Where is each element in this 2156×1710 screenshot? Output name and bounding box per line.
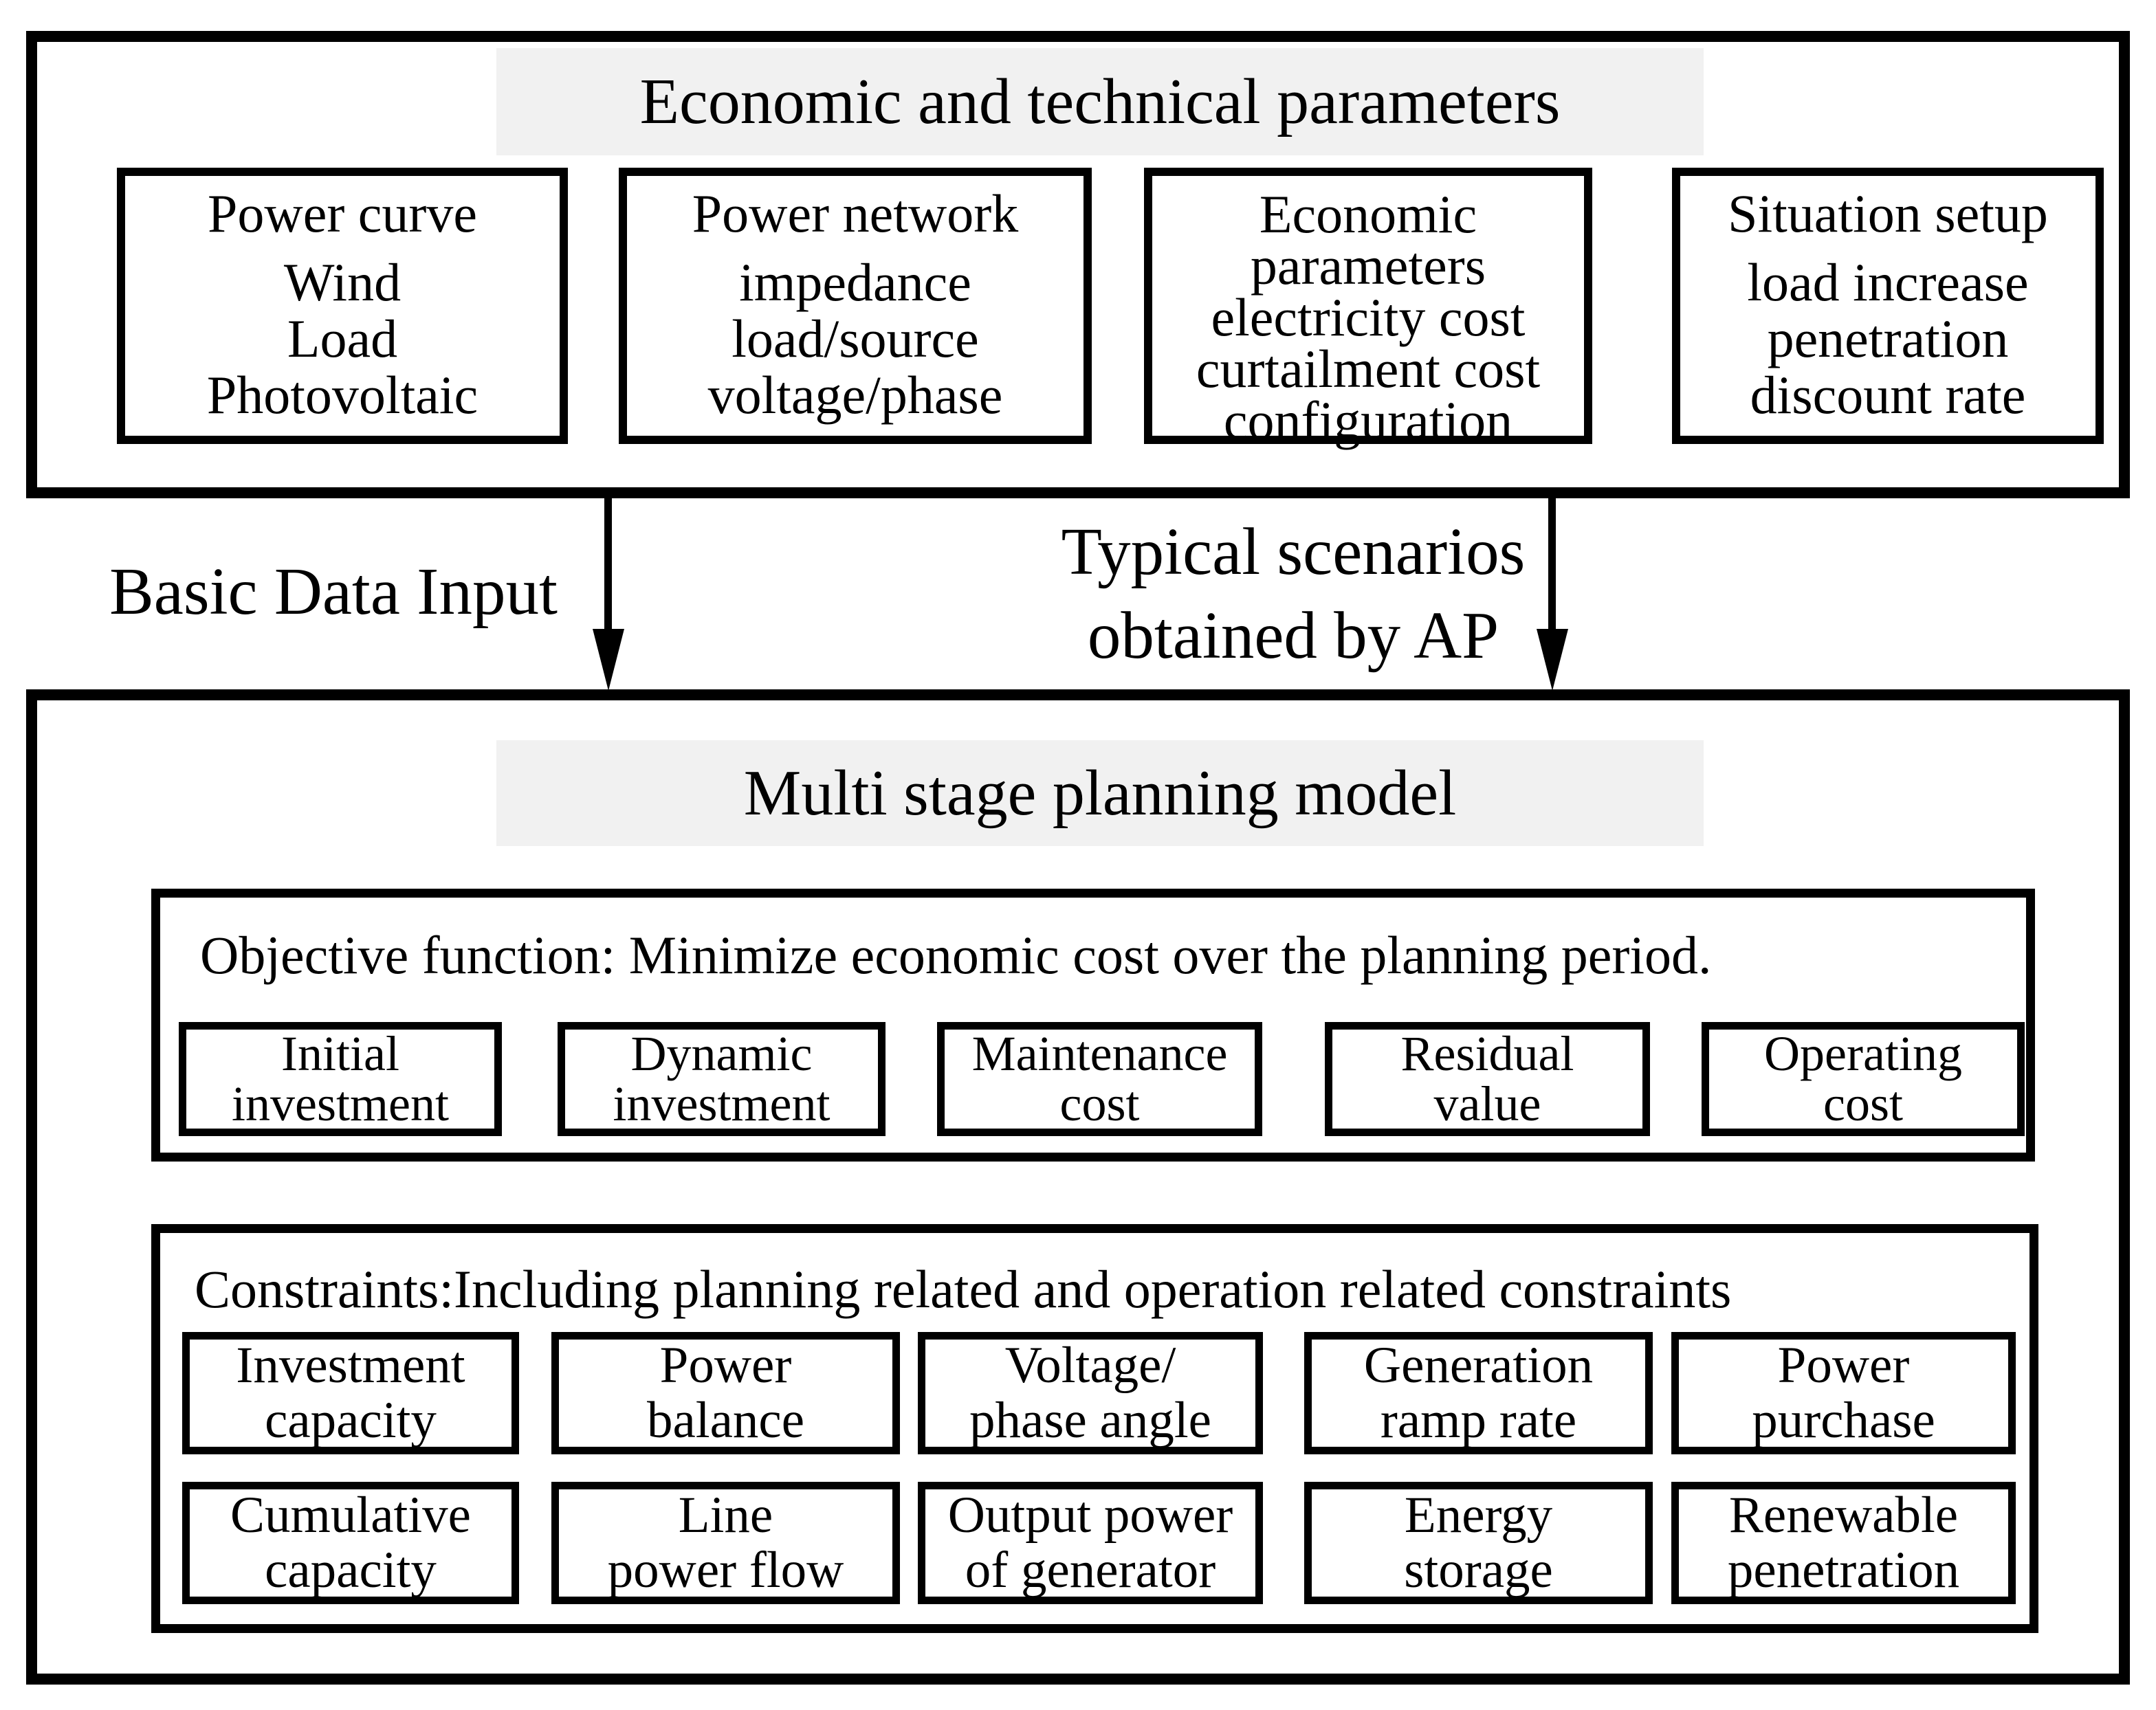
box-power-balance: Power balance xyxy=(551,1332,900,1454)
box-power-purchase: Power purchase xyxy=(1671,1332,2016,1454)
sbox-line: Cumulative xyxy=(230,1487,471,1544)
box-initial-investment: Initial investment xyxy=(179,1022,502,1136)
box-output-power-of-generator: Output power of generator xyxy=(918,1482,1263,1604)
sbox-line: cost xyxy=(1059,1076,1140,1131)
constraints-panel: Constraints:Including planning related a… xyxy=(151,1224,2038,1633)
left-down-arrow-icon xyxy=(593,629,624,691)
box-situation-setup-content: load increase penetration discount rate xyxy=(1683,254,2093,423)
box-power-curve-title: Power curve xyxy=(128,186,557,242)
box-power-network: Power network impedance load/source volt… xyxy=(619,168,1092,444)
box-investment-capacity: Investment capacity xyxy=(182,1332,519,1454)
sbox-line: Power xyxy=(1777,1337,1910,1394)
box-content-line: configuration xyxy=(1223,390,1513,450)
sbox-line: Energy xyxy=(1404,1487,1553,1544)
box-content-line: electricity cost xyxy=(1211,287,1526,347)
sbox-line: ramp rate xyxy=(1380,1392,1577,1449)
box-title-line: parameters xyxy=(1250,236,1486,296)
sbox-line: storage xyxy=(1404,1542,1553,1599)
sbox-line: Investment xyxy=(236,1337,465,1394)
bottom-title-band: Multi stage planning model xyxy=(496,740,1704,846)
box-cumulative-capacity: Cumulative capacity xyxy=(182,1482,519,1604)
box-content-line: Wind xyxy=(283,252,402,312)
top-title: Economic and technical parameters xyxy=(639,66,1561,137)
sbox-line: Generation xyxy=(1363,1337,1594,1394)
box-content-line: discount rate xyxy=(1750,365,2026,425)
box-power-network-title: Power network xyxy=(630,186,1081,242)
box-energy-storage: Energy storage xyxy=(1304,1482,1653,1604)
box-economic-parameters-title: Economic parameters xyxy=(1155,184,1581,296)
bottom-title: Multi stage planning model xyxy=(743,757,1457,829)
sbox-line: Line xyxy=(678,1487,773,1544)
box-renewable-penetration: Renewable penetration xyxy=(1671,1482,2016,1604)
box-content-line: load increase xyxy=(1747,252,2029,312)
sbox-line: phase angle xyxy=(969,1392,1211,1449)
box-content-line: voltage/phase xyxy=(707,365,1003,425)
box-power-curve: Power curve Wind Load Photovoltaic xyxy=(117,168,568,444)
box-generation-ramp-rate: Generation ramp rate xyxy=(1304,1332,1653,1454)
sbox-line: Initial xyxy=(281,1026,399,1081)
basic-data-input-text: Basic Data Input xyxy=(109,555,558,628)
sbox-line: investment xyxy=(613,1076,830,1131)
box-content-line: load/source xyxy=(732,309,979,368)
objective-panel: Objective function: Minimize economic co… xyxy=(151,889,2035,1162)
box-content-line: Photovoltaic xyxy=(206,365,478,425)
sbox-line: balance xyxy=(647,1392,804,1449)
box-dynamic-investment: Dynamic investment xyxy=(558,1022,886,1136)
box-residual-value: Residual value xyxy=(1325,1022,1650,1136)
sbox-line: power flow xyxy=(607,1542,844,1599)
sbox-line: Renewable xyxy=(1728,1487,1959,1544)
box-power-network-content: impedance load/source voltage/phase xyxy=(630,254,1081,423)
sbox-line: Dynamic xyxy=(630,1026,813,1081)
box-power-curve-content: Wind Load Photovoltaic xyxy=(128,254,557,423)
box-content-line: impedance xyxy=(739,252,971,312)
box-situation-setup-title: Situation setup xyxy=(1683,186,2093,242)
right-down-arrow-icon xyxy=(1537,629,1568,691)
sbox-line: investment xyxy=(232,1076,449,1131)
sbox-line: Maintenance xyxy=(971,1026,1228,1081)
objective-header: Objective function: Minimize economic co… xyxy=(200,925,1712,985)
sbox-line: capacity xyxy=(265,1542,437,1599)
sbox-line: purchase xyxy=(1752,1392,1935,1449)
sbox-line: penetration xyxy=(1727,1542,1960,1599)
box-operating-cost: Operating cost xyxy=(1702,1022,2025,1136)
sbox-line: Power xyxy=(659,1337,792,1394)
box-title-line: Situation setup xyxy=(1728,184,2048,243)
box-content-line: Load xyxy=(287,309,398,368)
sbox-line: Voltage/ xyxy=(1004,1337,1176,1394)
box-situation-setup: Situation setup load increase penetratio… xyxy=(1672,168,2104,444)
box-maintenance-cost: Maintenance cost xyxy=(937,1022,1262,1136)
typical-scenarios-line1: Typical scenarios xyxy=(1061,515,1526,588)
box-title-line: Power curve xyxy=(207,184,478,243)
left-down-arrow-line xyxy=(604,498,612,632)
sbox-line: value xyxy=(1433,1076,1541,1131)
sbox-line: of generator xyxy=(965,1542,1216,1599)
box-line-power-flow: Line power flow xyxy=(551,1482,900,1604)
box-economic-parameters: Economic parameters electricity cost cur… xyxy=(1144,168,1592,450)
box-economic-parameters-content: electricity cost curtailment cost config… xyxy=(1155,287,1581,450)
top-title-band: Economic and technical parameters xyxy=(496,48,1704,155)
typical-scenarios-label: Typical scenarios obtained by AP xyxy=(1018,510,1569,678)
box-content-line: penetration xyxy=(1767,309,2009,368)
right-down-arrow-line xyxy=(1548,498,1556,632)
box-content-line: curtailment cost xyxy=(1196,339,1541,399)
typical-scenarios-line2: obtained by AP xyxy=(1087,599,1499,672)
sbox-line: Output power xyxy=(947,1487,1233,1544)
constraints-header: Constraints:Including planning related a… xyxy=(195,1259,1732,1319)
box-title-line: Power network xyxy=(692,184,1019,243)
sbox-line: capacity xyxy=(265,1392,437,1449)
basic-data-input-label: Basic Data Input xyxy=(58,550,608,634)
box-voltage-phase-angle: Voltage/ phase angle xyxy=(918,1332,1263,1454)
sbox-line: Operating xyxy=(1764,1026,1962,1081)
box-title-line: Economic xyxy=(1259,184,1477,244)
sbox-line: Residual xyxy=(1400,1026,1574,1081)
sbox-line: cost xyxy=(1823,1076,1903,1131)
